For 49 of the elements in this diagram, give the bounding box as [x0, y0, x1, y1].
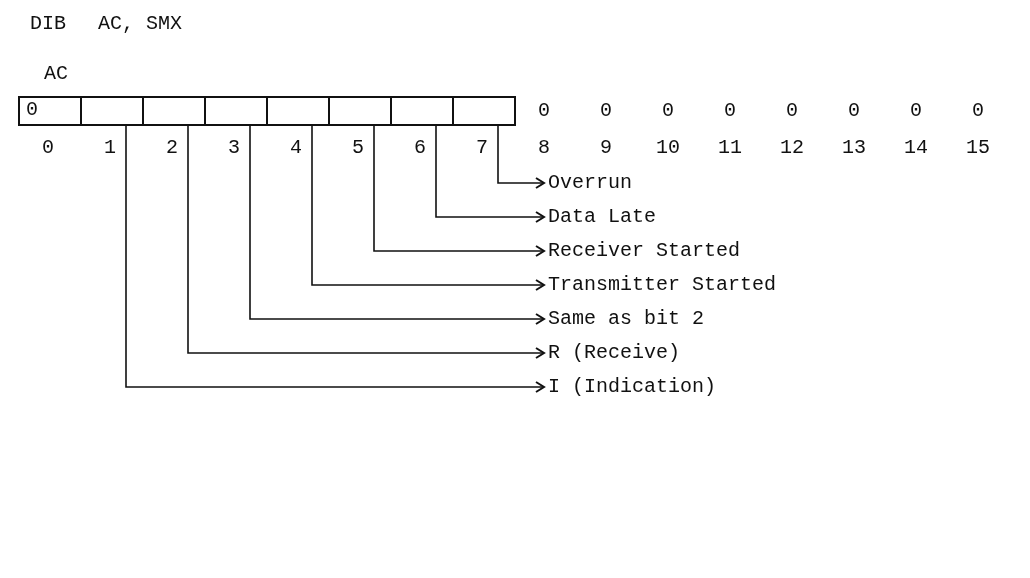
bit-number: 11 — [718, 136, 742, 160]
register-cell — [452, 96, 516, 126]
bit-value: 0 — [724, 99, 736, 123]
field-label: I (Indication) — [548, 375, 717, 399]
bit-value: 0 — [662, 99, 674, 123]
leader-line — [497, 125, 545, 189]
bit-number: 8 — [538, 136, 550, 160]
leader-line — [311, 125, 545, 291]
leader-line — [373, 125, 545, 257]
bit-number: 10 — [656, 136, 680, 160]
instruction-text: AC, SMX — [98, 12, 182, 36]
leader-line — [187, 125, 545, 359]
register-cell — [266, 96, 330, 126]
bit-value: 0 — [910, 99, 922, 123]
bit-number: 13 — [842, 136, 866, 160]
bit-number: 4 — [290, 136, 302, 160]
register-cell — [80, 96, 144, 126]
instruction-text: AC — [44, 62, 68, 86]
leader-line — [249, 125, 545, 325]
bit-number: 1 — [104, 136, 116, 160]
bit-number: 6 — [414, 136, 426, 160]
bit-value: 0 — [786, 99, 798, 123]
register-cell — [390, 96, 454, 126]
bit-value: 0 — [600, 99, 612, 123]
bit-number: 9 — [600, 136, 612, 160]
register-cell — [328, 96, 392, 126]
leader-line — [125, 125, 545, 393]
register-cell — [142, 96, 206, 126]
bit-number: 0 — [42, 136, 54, 160]
bit-value: 0 — [972, 99, 984, 123]
bit-number: 14 — [904, 136, 928, 160]
bit-number: 5 — [352, 136, 364, 160]
bit-number: 3 — [228, 136, 240, 160]
bit-number: 15 — [966, 136, 990, 160]
bit-number: 2 — [166, 136, 178, 160]
bit-value: 0 — [538, 99, 550, 123]
instruction-text: DIB — [30, 12, 66, 36]
field-label: Same as bit 2 — [548, 307, 705, 331]
field-label: Transmitter Started — [548, 273, 777, 297]
field-label: Data Late — [548, 205, 657, 229]
leader-line — [435, 125, 545, 223]
bit-number: 7 — [476, 136, 488, 160]
bit-value: 0 — [848, 99, 860, 123]
field-label: Overrun — [548, 171, 632, 195]
field-label: R (Receive) — [548, 341, 681, 365]
field-label: Receiver Started — [548, 239, 741, 263]
register-cell — [204, 96, 268, 126]
register-cell: 0 — [18, 96, 82, 126]
bit-number: 12 — [780, 136, 804, 160]
